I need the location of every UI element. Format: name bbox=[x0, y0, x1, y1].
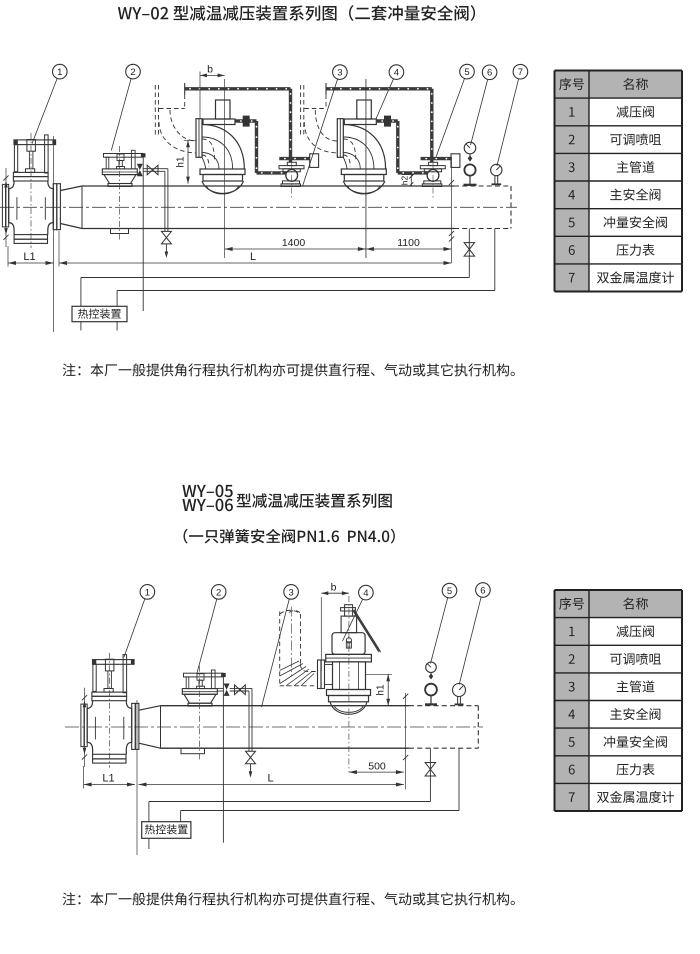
svg-text:1400: 1400 bbox=[282, 237, 306, 249]
svg-text:1: 1 bbox=[145, 587, 150, 598]
svg-text:L1: L1 bbox=[23, 251, 35, 263]
svg-text:2: 2 bbox=[216, 587, 221, 598]
svg-text:7: 7 bbox=[518, 67, 523, 78]
svg-text:h2: h2 bbox=[400, 176, 410, 186]
svg-text:3: 3 bbox=[288, 587, 293, 598]
svg-text:2: 2 bbox=[130, 67, 135, 78]
svg-text:500: 500 bbox=[368, 760, 386, 772]
svg-text:L: L bbox=[267, 773, 273, 785]
svg-text:5: 5 bbox=[464, 67, 469, 78]
svg-text:1: 1 bbox=[57, 67, 62, 78]
svg-text:h1: h1 bbox=[176, 156, 187, 168]
svg-text:b: b bbox=[207, 64, 213, 76]
svg-text:b: b bbox=[331, 581, 337, 593]
svg-text:5: 5 bbox=[447, 586, 452, 597]
svg-text:6: 6 bbox=[480, 585, 485, 596]
svg-text:h1: h1 bbox=[376, 684, 387, 696]
svg-text:L: L bbox=[250, 251, 256, 263]
svg-text:L1: L1 bbox=[102, 773, 114, 785]
svg-text:1100: 1100 bbox=[397, 237, 420, 249]
svg-text:4: 4 bbox=[394, 68, 399, 79]
svg-text:3: 3 bbox=[337, 68, 342, 79]
svg-text:4: 4 bbox=[363, 588, 368, 599]
svg-text:6: 6 bbox=[487, 68, 492, 79]
